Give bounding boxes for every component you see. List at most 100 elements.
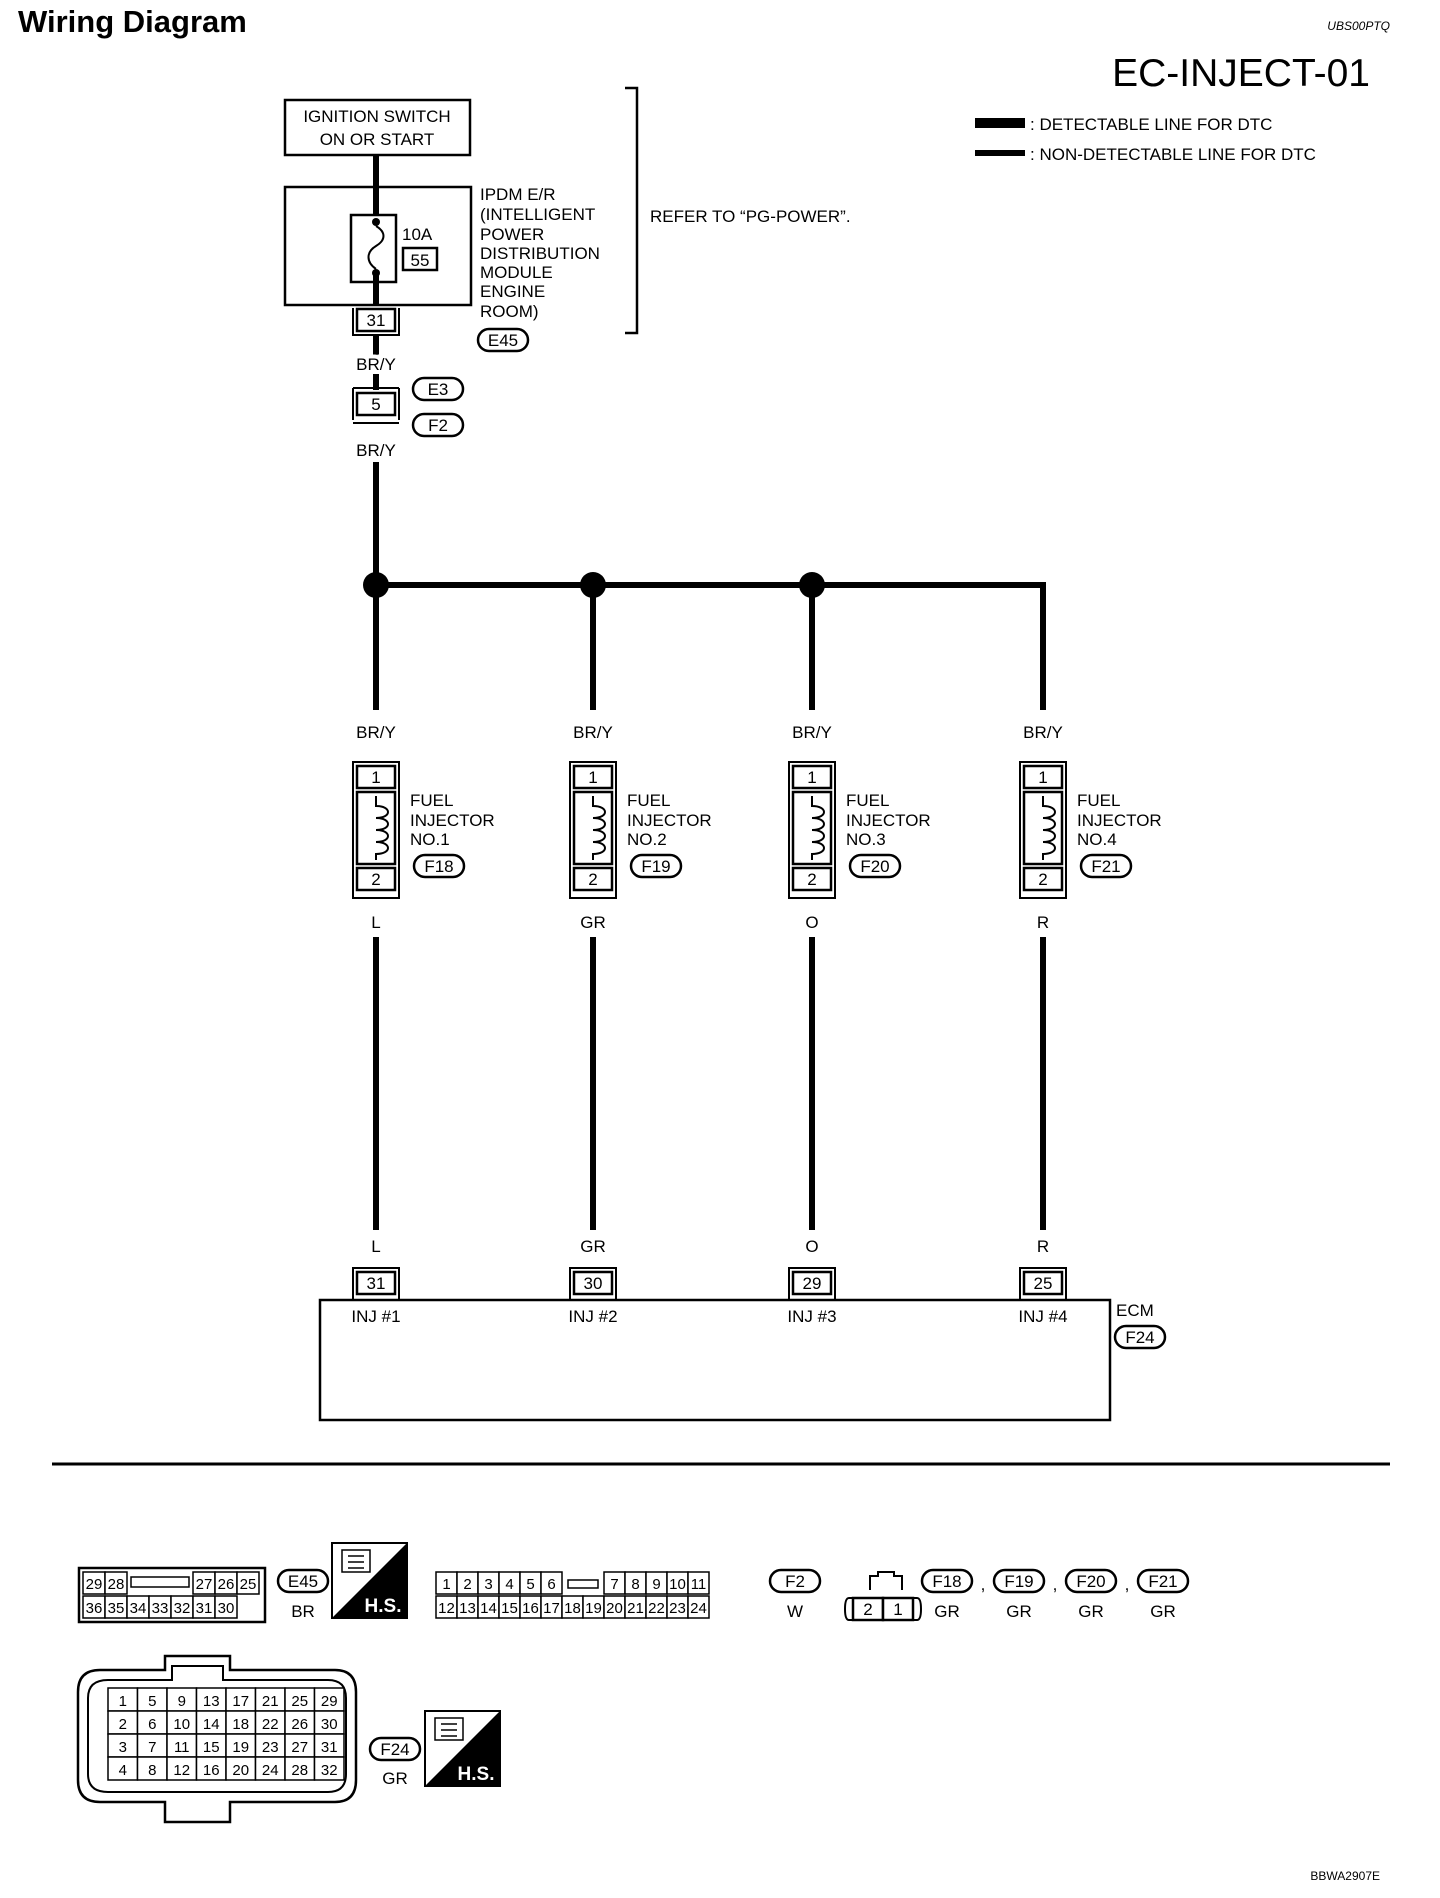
f2-id-badge: [768, 1568, 822, 1594]
f2-pin-9: 9: [652, 1576, 660, 1593]
injector-3-label-2: INJECTOR: [846, 811, 931, 830]
injector-3-pin1-box: [791, 764, 833, 790]
e45-id: E45: [288, 1572, 318, 1591]
legend-detectable-label: : DETECTABLE LINE FOR DTC: [1030, 115, 1272, 134]
page-title: Wiring Diagram: [18, 4, 247, 39]
f24-pin-15: 15: [203, 1739, 220, 1756]
injector-2-coil-icon: [592, 796, 606, 860]
ecm-pins: L 31 INJ #1 GR 30 INJ #2 O 29 INJ #3 R 2…: [351, 1237, 1067, 1326]
injector-conn-sep-3: ,: [1125, 1575, 1130, 1594]
e45-color: BR: [291, 1602, 315, 1621]
ecm-pin-3-box: [791, 1270, 833, 1296]
injector-4-coil-icon: [1042, 796, 1056, 860]
f2-pin-24-box: [687, 1595, 710, 1619]
legend-detectable-swatch: [975, 118, 1025, 128]
f2-pin-8: 8: [631, 1576, 639, 1593]
ecm-terminal-3: INJ #3: [787, 1307, 836, 1326]
joint-connector-f2-badge: [411, 412, 465, 438]
f24-inner-housing: [87, 1665, 347, 1793]
legend-non-detectable-label: : NON-DETECTABLE LINE FOR DTC: [1030, 145, 1316, 164]
ipdm-label-line7: ROOM): [480, 302, 539, 321]
ecm-pin-4: 25: [1034, 1274, 1053, 1293]
injector-3-connector: F20: [860, 857, 889, 876]
injector-1-connector-badge: [412, 853, 466, 879]
f24-pin-7: 7: [148, 1739, 156, 1756]
f2-pin-16: 16: [522, 1600, 539, 1617]
f24-pin-16: 16: [203, 1762, 220, 1779]
injector-4-label-3: NO.4: [1077, 830, 1117, 849]
e45-pin-28: 28: [108, 1576, 125, 1593]
ecm-wire-3: O: [805, 1237, 818, 1256]
injector-2-label-2: INJECTOR: [627, 811, 712, 830]
f2-key: [567, 1579, 599, 1589]
f24-pin-5: 5: [148, 1693, 156, 1710]
joint-connector-sides: [352, 388, 400, 420]
f24-hs-triangle: [425, 1711, 500, 1786]
injector-2-connector: F19: [641, 857, 670, 876]
refer-text: REFER TO “PG-POWER”.: [650, 207, 851, 226]
ipdm-connector-badge: [476, 327, 530, 353]
injector-conn-f20-badge: [1064, 1568, 1118, 1594]
injector-conn-f21-id: F21: [1148, 1572, 1177, 1591]
ignition-switch-box: [283, 98, 472, 157]
e45-pin-26: 26: [218, 1576, 235, 1593]
f24-pin-30: 30: [321, 1716, 338, 1733]
e45-id-badge: [276, 1568, 330, 1594]
injector-3-label-3: NO.3: [846, 830, 886, 849]
ecm-pin-2-box: [572, 1270, 614, 1296]
e45-pin-30-box: [214, 1595, 238, 1619]
injector-3-connector-badge: [848, 853, 902, 879]
joint-pin: 5: [371, 395, 380, 414]
injector-3-pin2-box: [791, 866, 833, 892]
f24-pin-22: 22: [262, 1716, 279, 1733]
injector-1-coil-icon: [375, 796, 389, 860]
f24-pin-20: 20: [232, 1762, 249, 1779]
injector-conn-sep-1: ,: [981, 1575, 986, 1594]
injector-3-coil-box: [791, 790, 833, 866]
e45-key: [130, 1576, 190, 1588]
f2-pin-1: 1: [442, 1576, 450, 1593]
e45-pin-30: 30: [218, 1600, 235, 1617]
f24-pin-26: 26: [291, 1716, 308, 1733]
injector-conn-f18-color: GR: [934, 1602, 960, 1621]
f2-pin-21: 21: [627, 1600, 644, 1617]
f24-pin-31: 31: [321, 1739, 338, 1756]
injector-2-pin1: 1: [588, 768, 597, 787]
joint-connector-e3-badge: [411, 376, 465, 402]
f24-pin-28: 28: [291, 1762, 308, 1779]
joint-pin-box: [355, 391, 397, 417]
injector-conn-sep-2: ,: [1053, 1575, 1058, 1594]
f2-pin-12: 12: [438, 1600, 455, 1617]
injector-4-pin2-box: [1022, 866, 1064, 892]
injector-4-wire-in: BR/Y: [1023, 723, 1063, 742]
injector-2-wire-in: BR/Y: [573, 723, 613, 742]
f2-pin-17: 17: [543, 1600, 560, 1617]
f24-pin-10: 10: [173, 1716, 190, 1733]
injector-2-wire-out: GR: [580, 913, 606, 932]
f2-pin-7: 7: [610, 1576, 618, 1593]
injector-conn-f19-id: F19: [1004, 1572, 1033, 1591]
f2-id: F2: [785, 1572, 805, 1591]
e45-pin-31: 31: [196, 1600, 213, 1617]
ecm-pin-4-bracket: [1019, 1267, 1067, 1300]
f24-pin-9: 9: [178, 1693, 186, 1710]
injector-4-pin1-box: [1022, 764, 1064, 790]
e45-pin-25-box: [236, 1571, 260, 1595]
injector-conn-pin-b-box: [881, 1596, 915, 1622]
f2-pin-11-box: [687, 1571, 710, 1595]
injector-4-pin1: 1: [1038, 768, 1047, 787]
f2-color: W: [787, 1602, 803, 1621]
f24-hs-text: H.S.: [458, 1764, 495, 1785]
f24-id: F24: [380, 1740, 409, 1759]
ecm-pin-2-bracket: [569, 1267, 617, 1300]
injector-3-coil-icon: [811, 796, 825, 860]
ecm-pin-1-bracket: [352, 1267, 400, 1300]
f24-pin-11: 11: [174, 1739, 190, 1756]
ipdm-connector: E45: [488, 331, 518, 350]
connector-view-injectors: 2 1 F18 GR , F19 GR , F20 GR , F21 GR: [843, 1568, 1190, 1622]
e45-hs-triangle: [332, 1543, 407, 1618]
injector-1-pin2-box: [355, 866, 397, 892]
ipdm-label-line3: POWER: [480, 225, 544, 244]
